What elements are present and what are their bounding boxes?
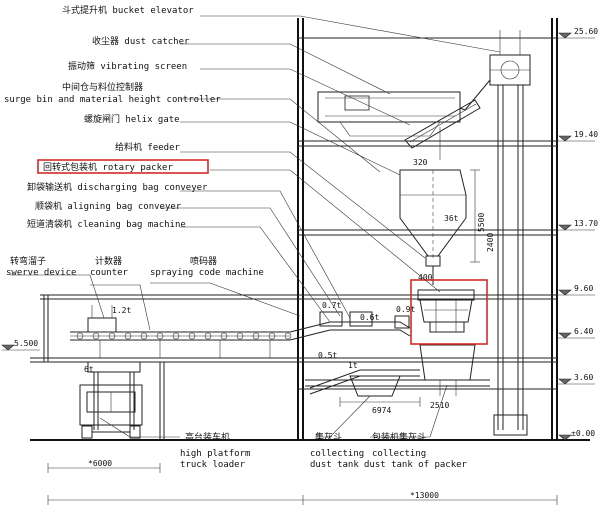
label-feeder: 给料机 feeder: [115, 141, 181, 153]
dim-0-9t: 0.9t: [396, 305, 415, 314]
surge-bin: 320 36t 5500 2400 400: [399, 158, 495, 285]
dim-1t: 1t: [348, 361, 358, 370]
elevation-19-40: 19.40: [574, 130, 598, 139]
label-dust-tank-cn: 集灰斗: [315, 431, 342, 443]
dim-6974: 6974: [372, 406, 391, 415]
dim-1-2t: 1.2t: [112, 306, 131, 315]
dim-0-5t: 0.5t: [318, 351, 337, 360]
label-dust-tank-en2: dust tank: [310, 460, 359, 470]
label-packer-dust-cn: 包装机集灰斗: [372, 431, 426, 443]
label-surge-bin-cn: 中间仓与料位控制器: [62, 81, 143, 93]
dim-6t: 6t: [84, 365, 94, 374]
dim-400: 400: [418, 273, 433, 282]
label-truck-cn: 高台装车机: [185, 431, 230, 443]
label-counter-cn: 计数器: [95, 255, 122, 267]
truck-loader: 6t: [79, 362, 143, 439]
label-helix-gate: 螺旋闸门 helix gate: [84, 113, 180, 125]
label-dust-catcher: 收尘器 dust catcher: [92, 35, 190, 47]
dim-0-7t: 0.7t: [322, 301, 341, 310]
label-rotary-packer-highlight: [37, 159, 209, 174]
rotary-packer: 2510: [417, 289, 476, 410]
conveyer-line: 1.2t 0.7t 0.6t 0.9t 0.5t 1t: [70, 301, 490, 397]
label-dust-tank-en1: collecting: [310, 449, 364, 459]
label-counter-en: counter: [90, 268, 129, 278]
label-vibrating-screen: 振动筛 vibrating screen: [68, 60, 187, 72]
label-rotary-packer: 回转式包装机 rotary packer: [43, 161, 173, 173]
dim-13000: *13000: [410, 491, 439, 500]
label-truck-en2: truck loader: [180, 460, 246, 470]
building-frame: [30, 18, 590, 441]
elevation-13-70: 13.70: [574, 219, 598, 228]
rotary-packer-highlight: [410, 279, 488, 345]
labels: 斗式提升机 bucket elevator 收尘器 dust catcher 振…: [4, 4, 468, 470]
elevation-6-40: 6.40: [574, 327, 593, 336]
label-bucket-elevator: 斗式提升机 bucket elevator: [62, 4, 194, 16]
dim-2510: 2510: [430, 401, 449, 410]
label-packer-dust-en1: collecting: [372, 449, 426, 459]
label-cleaning-machine: 短道清袋机 cleaning bag machine: [27, 218, 186, 230]
label-spraying-cn: 喷码器: [190, 256, 217, 267]
elevation-5-500: 5.500: [14, 339, 38, 348]
dim-0-6t: 0.6t: [360, 313, 379, 322]
dim-6000: *6000: [88, 459, 112, 468]
elevation-9-60: 9.60: [574, 284, 593, 293]
label-packer-dust-en2: dust tank of packer: [364, 460, 468, 470]
dust-catcher: [317, 91, 461, 137]
label-aligning-conveyer: 顺袋机 aligning bag conveyer: [35, 200, 182, 212]
label-spraying-en: spraying code machine: [150, 268, 264, 278]
dim-2400: 2400: [486, 233, 495, 252]
bottom-dimensions: *6000 *13000 6974: [47, 397, 558, 505]
leader-lines: [10, 15, 501, 438]
label-surge-bin-en: surge bin and material height controller: [4, 95, 221, 105]
label-swerve-en: swerve device: [6, 268, 76, 278]
vibrating-screen: [404, 99, 481, 160]
label-truck-en1: high platform: [180, 449, 250, 459]
elevation-3-60: 3.60: [574, 373, 593, 382]
label-swerve-cn: 转弯溜子: [10, 255, 46, 267]
dim-5500: 5500: [477, 213, 486, 232]
label-discharging-conveyer: 卸袋输送机 discharging bag conveyer: [27, 181, 208, 193]
dim-320: 320: [413, 158, 428, 167]
dim-36t: 36t: [444, 214, 459, 223]
elevation-0-00: ±0.00: [571, 429, 595, 438]
elevation-25-60: 25.60: [574, 27, 598, 36]
elevation-markers: 25.60 19.40 13.70 9.60 6.40 3.60 ±0.00 5…: [1, 27, 598, 441]
